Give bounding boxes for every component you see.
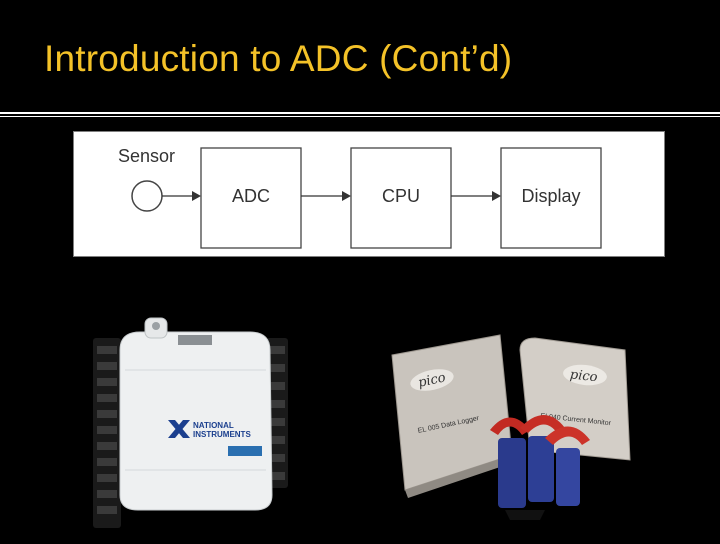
divider-line-thin bbox=[0, 116, 720, 117]
pico-devices-image: pico EL 005 Data Logger pico EL040 Curre… bbox=[391, 334, 631, 520]
sensor-label: Sensor bbox=[118, 146, 175, 166]
pico-left-brand: pico bbox=[417, 370, 447, 390]
slide-title: Introduction to ADC (Cont’d) bbox=[44, 38, 513, 79]
ni-brand-line1: NATIONAL bbox=[193, 421, 234, 430]
pico-right-brand: pico bbox=[569, 367, 598, 385]
adc-block bbox=[200, 147, 302, 249]
device-photos: NATIONAL INSTRUMENTS pico EL 005 Data Lo… bbox=[0, 310, 720, 540]
ni-daq-device-image: NATIONAL INSTRUMENTS bbox=[93, 317, 288, 528]
diagram-caption: Microcontroller Connection to Sensor via… bbox=[165, 284, 532, 304]
cpu-label: CPU bbox=[382, 186, 420, 206]
sensor-circle bbox=[131, 180, 163, 212]
display-label: Display bbox=[521, 186, 580, 206]
adc-label: ADC bbox=[232, 186, 270, 206]
arrowhead-adc-cpu bbox=[342, 191, 351, 201]
arrowhead-sensor-adc bbox=[192, 191, 201, 201]
ni-brand-line2: INSTRUMENTS bbox=[193, 430, 251, 439]
display-block bbox=[500, 147, 602, 249]
cpu-block bbox=[350, 147, 452, 249]
block-diagram: Sensor ADC CPU Display bbox=[73, 131, 665, 257]
title-bar: Introduction to ADC (Cont’d) bbox=[0, 0, 720, 112]
arrowhead-cpu-display bbox=[492, 191, 501, 201]
divider-line bbox=[0, 112, 720, 114]
